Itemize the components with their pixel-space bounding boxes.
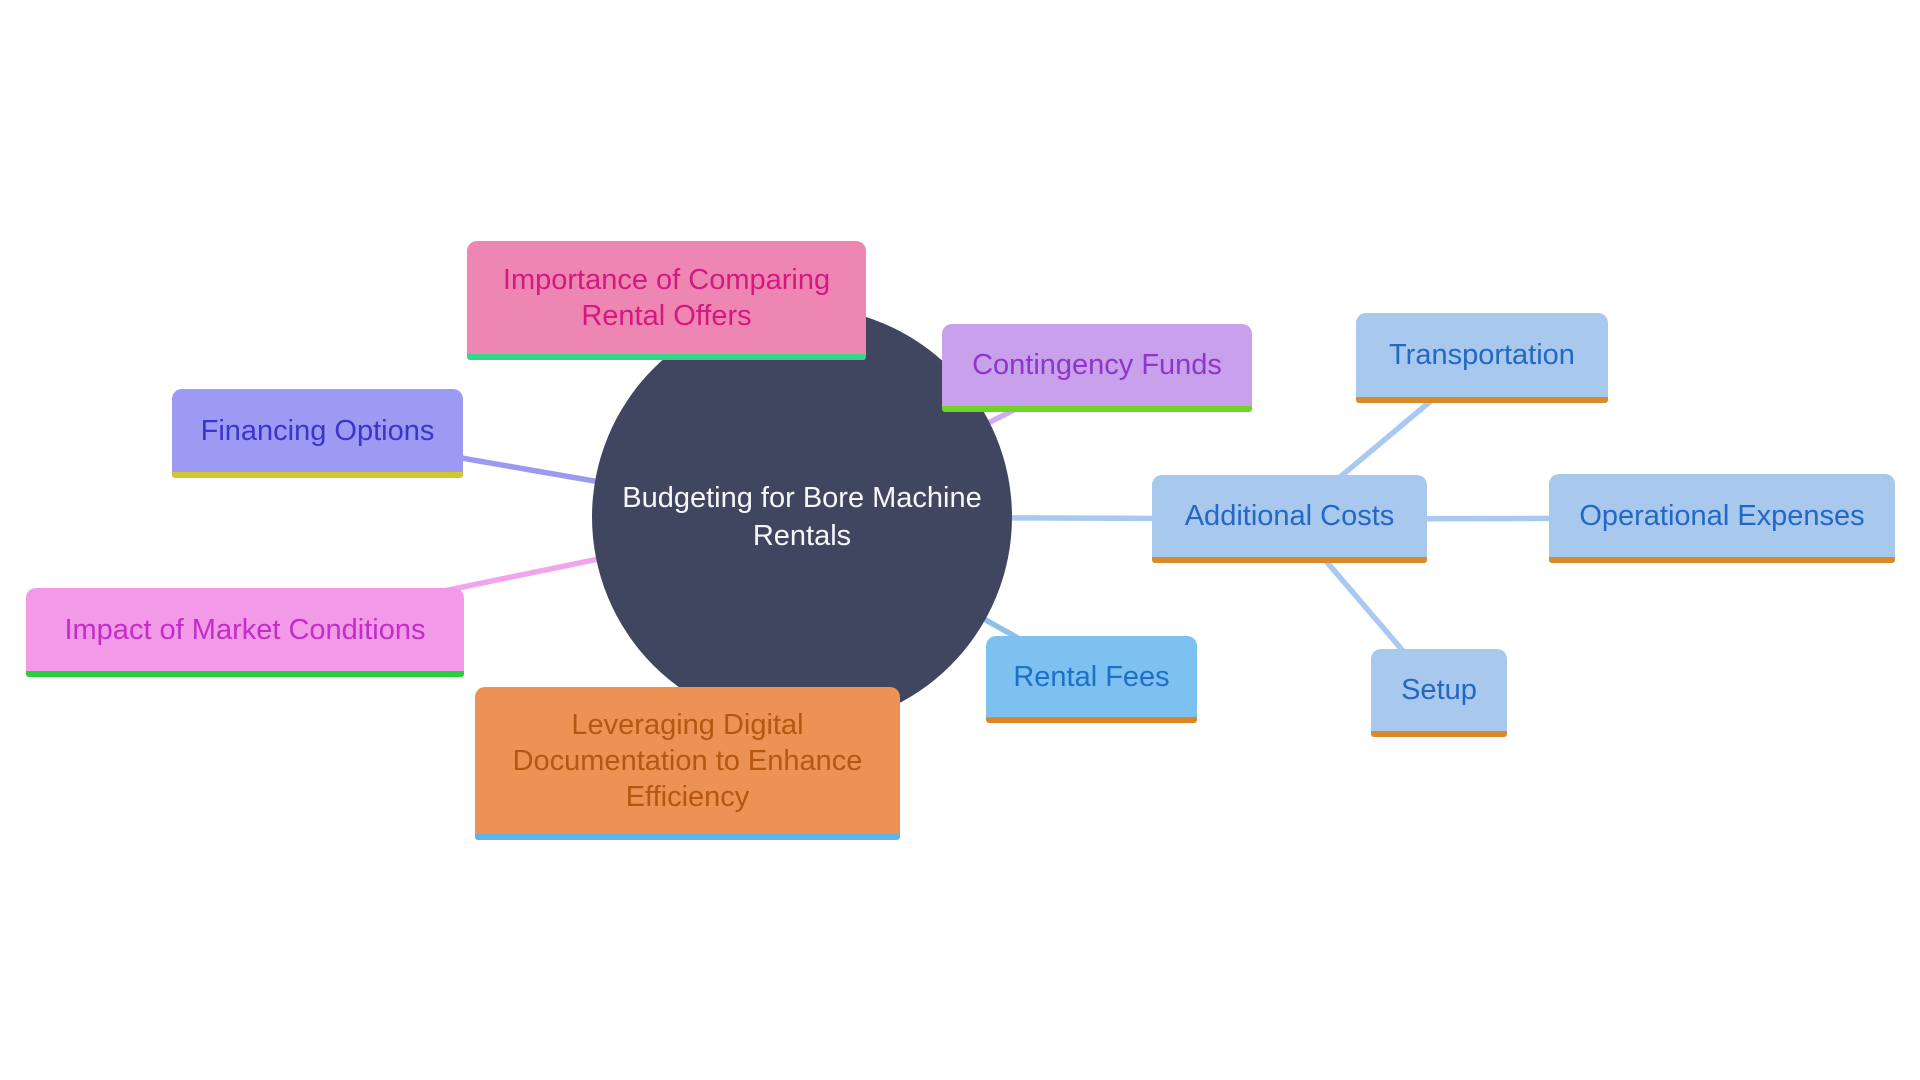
node-contingency-funds: Contingency Funds bbox=[942, 324, 1252, 412]
node-setup: Setup bbox=[1371, 649, 1507, 737]
root-node-label: Budgeting for Bore Machine Rentals bbox=[622, 482, 982, 552]
node-operational-expenses: Operational Expenses bbox=[1549, 474, 1895, 563]
node-label: Additional Costs bbox=[1184, 500, 1395, 532]
node-label: Operational Expenses bbox=[1579, 499, 1865, 532]
node-financing-options: Financing Options bbox=[172, 389, 463, 478]
node-impact-of-market-conditions: Impact of Market Conditions bbox=[26, 588, 464, 677]
node-label: Leveraging Digital Documentation to Enha… bbox=[512, 708, 863, 813]
node-label: Setup bbox=[1401, 674, 1477, 706]
node-importance-of-comparing-rental-offers: Importance of Comparing Rental Offers bbox=[467, 241, 866, 360]
node-label: Rental Fees bbox=[1013, 660, 1170, 693]
node-additional-costs: Additional Costs bbox=[1152, 475, 1427, 563]
node-label: Financing Options bbox=[200, 414, 435, 447]
node-label: Contingency Funds bbox=[972, 349, 1222, 381]
node-rental-fees: Rental Fees bbox=[986, 636, 1197, 723]
node-leveraging-digital-documentation: Leveraging Digital Documentation to Enha… bbox=[475, 687, 900, 840]
node-transportation: Transportation bbox=[1356, 313, 1608, 403]
node-label: Impact of Market Conditions bbox=[64, 613, 426, 646]
node-label: Importance of Comparing Rental Offers bbox=[502, 263, 831, 332]
node-label: Transportation bbox=[1389, 339, 1575, 371]
